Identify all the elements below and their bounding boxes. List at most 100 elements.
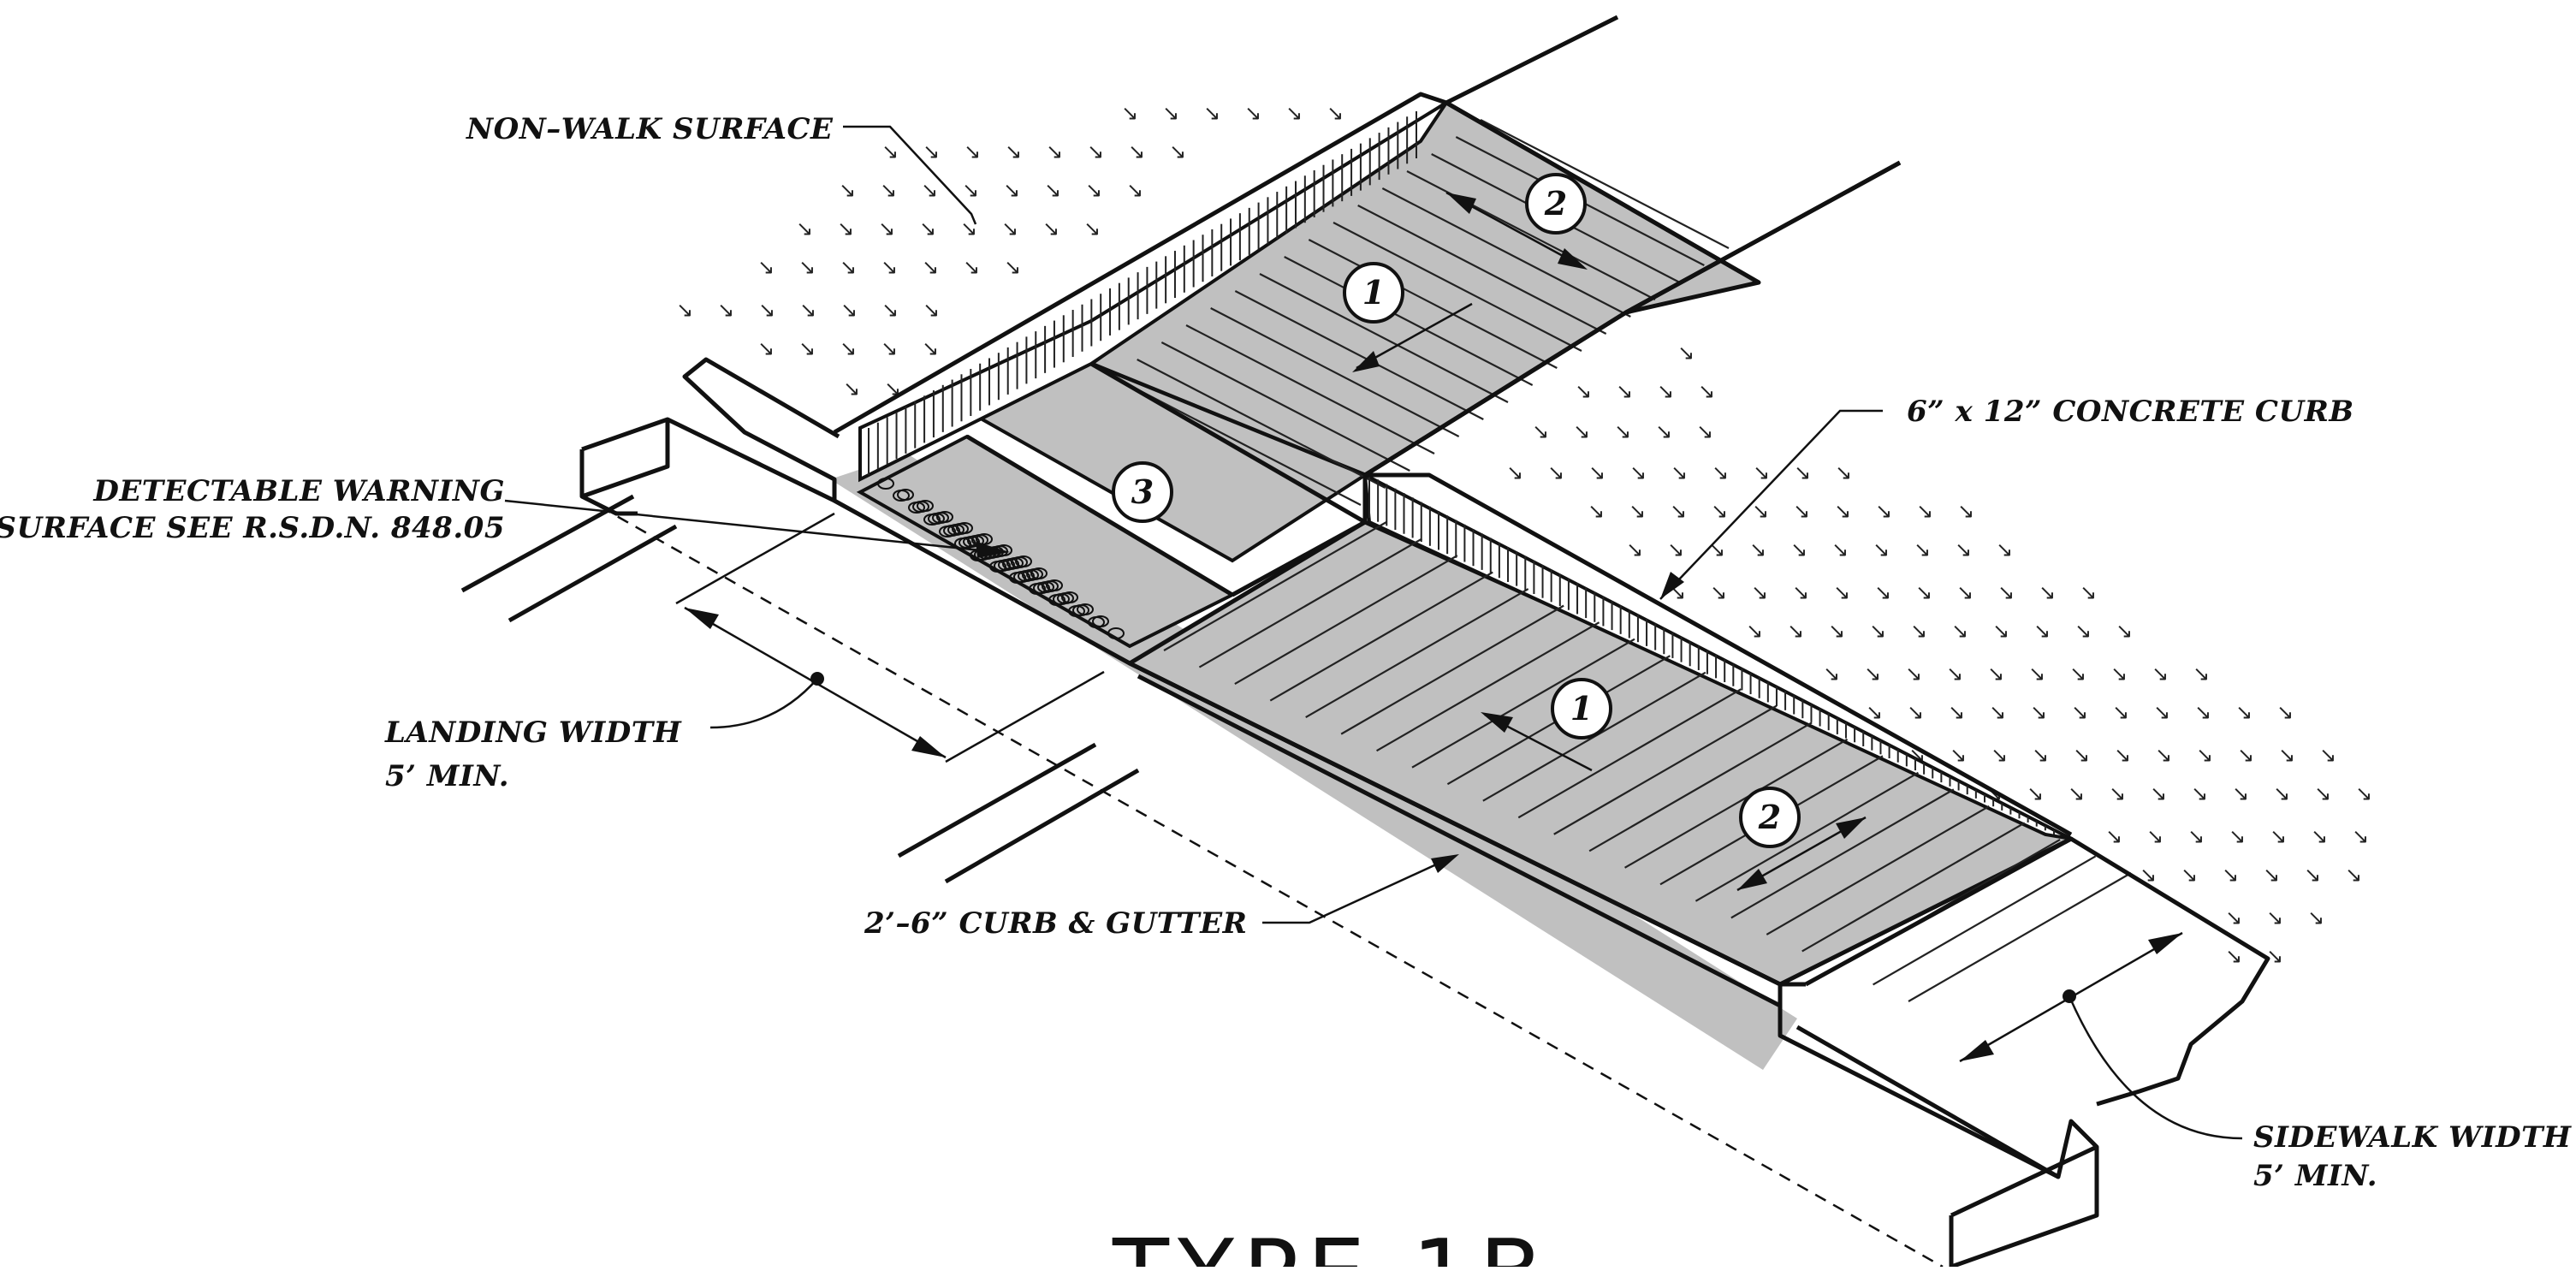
grass-mark: ↘ [1951,619,1968,643]
grass-mark: ↘ [758,298,775,322]
grass-mark: ↘ [1873,538,1890,561]
ramp-hatch-line [1766,805,1990,935]
ramp-hatch-line [1553,704,1778,835]
grass-mark: ↘ [1573,419,1590,443]
grass-mark: ↘ [1828,619,1845,643]
dome [1048,594,1065,606]
right-curb-face [1362,472,2072,840]
dome [908,502,925,514]
grass-mark: ↘ [922,255,939,279]
callout-1-upper: 1 [1343,262,1404,324]
grass-mark: ↘ [1588,460,1606,484]
callout-2-upper: 2 [1525,173,1587,235]
slope-arrows [1352,191,1867,892]
landing-divider-lower [965,434,1234,597]
upper-curb-hatch [868,111,1417,475]
grass-mark: ↘ [1626,538,1643,561]
curb-end-face [579,419,670,499]
ramp-hatch-line [1259,273,1509,403]
grass-mark: ↘ [2225,944,2242,968]
grass-mark: ↘ [2266,906,2283,929]
ramp-hatch-line [1234,555,1458,686]
ramp-hatch-line [1163,521,1387,651]
gutter-flowline [1795,1025,2060,1179]
grass-mark: ↘ [2237,743,2254,767]
grass-mark: ↘ [1327,101,1344,125]
ramp-hatch-line [1198,538,1422,668]
grass-mark: ↘ [2307,906,2324,929]
grass-mark: ↘ [2068,781,2085,805]
grass-mark: ↘ [717,298,734,322]
ramp-hatch-line [1269,571,1493,702]
grass-mark: ↘ [963,255,980,279]
dome [1009,572,1026,584]
curb-gutter-leader-arrow [1431,854,1459,873]
slope-arrowhead-upper-flare-b [1558,248,1588,270]
right-curb-outer-edge [1365,472,2073,837]
ramp-hatch-line [1284,256,1534,386]
grass-mark: ↘ [1711,499,1728,523]
grass-mark: ↘ [1588,499,1605,523]
slope-arrowhead-upper-flare-a [1446,193,1476,214]
upper-curb-back-line [1445,15,1619,105]
grass-mark: ↘ [1614,419,1631,443]
ramp-hatch-line [1160,342,1410,472]
sidewalk-width-label-line1: SIDEWALK WIDTH [2253,1120,2573,1155]
dome [893,490,910,502]
grass-mark: ↘ [2028,662,2045,686]
grass-mark: ↘ [2155,743,2172,767]
grass-mark: ↘ [1244,101,1261,125]
grass-mark: ↘ [1749,538,1766,561]
grass-mark: ↘ [2112,700,2129,724]
grass-mark: ↘ [1948,700,1965,724]
grass-mark: ↘ [1629,499,1646,523]
ramp-hatch-line [1624,738,1849,869]
grass-mark: ↘ [796,217,813,241]
grass-mark: ↘ [2071,700,2088,724]
grass-mark: ↘ [1655,419,1672,443]
labels: NON–WALK SURFACE DETECTABLE WARNING SURF… [0,112,2573,1271]
ramp-hatch-line [1517,688,1742,819]
dome [989,561,1006,573]
detectable-leader-arrow [976,542,1010,558]
ramp-hatch-line [1137,359,1386,489]
callout-3-text: 3 [1131,472,1154,511]
grass-mark: ↘ [1121,101,1138,125]
sidewalk-width-label-line2: 5’ MIN. [2253,1159,2377,1193]
dome [923,514,941,526]
grass-mark: ↘ [1996,538,2013,561]
grass-mark: ↘ [1905,662,1922,686]
road-edge-dashed [581,495,1944,1268]
ramp-hatch-line [1411,638,1635,769]
grass-mark: ↘ [1046,140,1063,163]
grass-mark: ↘ [1955,538,1972,561]
callout-2-lower: 2 [1739,787,1801,848]
grass-mark: ↘ [881,336,898,360]
grass-mark: ↘ [1831,538,1849,561]
slope-arrowhead-lower-ramp [1481,712,1513,733]
grass-mark: ↘ [1874,580,1891,604]
street-line-4 [944,768,1140,884]
grass-mark: ↘ [1532,419,1549,443]
callout-2-upper-text: 2 [1544,184,1567,223]
grass-mark: ↘ [2030,700,2047,724]
grass-mark: ↘ [2222,863,2239,887]
ramp-hatch-line [1340,604,1564,735]
grass-mark: ↘ [1957,499,1974,523]
grass-mark: ↘ [1991,743,2008,767]
ramp-hatch-line [1801,822,2026,953]
curb-gutter-leader [1262,854,1456,924]
grass-mark: ↘ [1087,140,1104,163]
grass-mark: ↘ [2039,580,2056,604]
grass-mark: ↘ [1987,662,2004,686]
ramp-hatch-line [1376,621,1600,752]
grass-mark: ↘ [1835,460,1852,484]
grass-mark: ↘ [1044,178,1061,202]
grass-mark: ↘ [2193,662,2210,686]
slope-arrowhead-lower-flare-b [1836,817,1866,839]
sidewalk-edge [1804,836,2073,987]
callout-1-lower-text: 1 [1570,689,1593,728]
ramp-hatch-line [1588,722,1813,852]
grass-mark: ↘ [1752,499,1769,523]
